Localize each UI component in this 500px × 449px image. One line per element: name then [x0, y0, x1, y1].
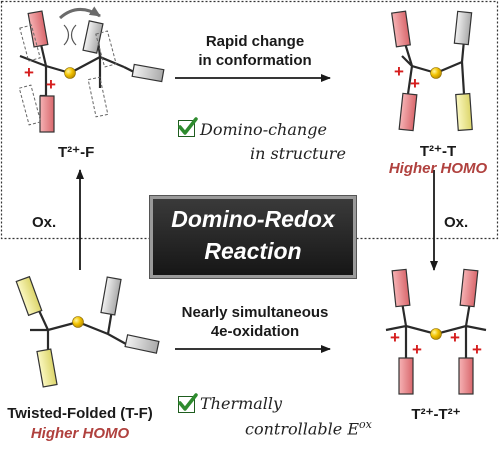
eox-symbol: E	[347, 419, 359, 439]
charge-plus: +	[412, 340, 422, 359]
domino-change-line2: in structure	[250, 144, 346, 163]
t2f-label: T²⁺-F	[58, 144, 95, 161]
gray-box	[453, 10, 473, 46]
conformation-label-line2: in conformation	[198, 52, 312, 69]
controllable-text: controllable	[245, 419, 343, 439]
checkbox-icon	[178, 393, 198, 413]
charge-plus: +	[410, 74, 420, 93]
title-line2: Reaction	[204, 238, 302, 264]
checkmark-icon	[178, 393, 198, 411]
tf-label: Twisted-Folded (T-F)	[7, 405, 153, 422]
charge-plus: +	[472, 340, 482, 359]
molecule-t2t2	[385, 268, 487, 395]
sulfur-atom	[430, 328, 442, 340]
charge-plus: +	[46, 75, 56, 94]
red-box	[391, 268, 411, 308]
t2t2-label: T²⁺-T²⁺	[411, 406, 461, 423]
yellow-box	[36, 348, 58, 388]
gray-box	[124, 334, 160, 354]
molecule-tf	[15, 275, 160, 388]
domino-change-line1: Domino-change	[200, 120, 327, 139]
rotation-arrow	[59, 6, 101, 20]
red-box	[459, 268, 479, 308]
red-box	[27, 10, 49, 48]
molecule-t2t	[391, 10, 473, 132]
charge-plus: +	[390, 328, 400, 347]
thermally-line1: Thermally	[200, 394, 283, 413]
rotation-mark	[63, 24, 77, 46]
conformation-label: Rapid change in conformation	[175, 32, 335, 70]
t2t-higher-homo: Higher HOMO	[388, 160, 488, 177]
gray-box	[82, 20, 104, 54]
red-box	[458, 357, 474, 395]
charge-plus: +	[394, 62, 404, 81]
yellow-box	[455, 92, 473, 132]
conformation-label-line1: Rapid change	[205, 33, 305, 50]
tf-higher-homo: Higher HOMO	[30, 425, 130, 442]
domino-redox-title-box: Domino-Redox Reaction	[150, 196, 356, 278]
ghost-box	[87, 76, 109, 118]
charge-plus: +	[450, 328, 460, 347]
sulfur-atom	[430, 67, 442, 79]
oxidation-label-line1: Nearly simultaneous	[181, 304, 329, 321]
checkmark-icon	[178, 117, 198, 135]
thermally-line2: controllable Eox	[245, 418, 372, 438]
sulfur-atom	[72, 316, 84, 328]
red-box	[398, 357, 414, 395]
ghost-box	[19, 24, 41, 62]
sulfur-atom	[64, 67, 76, 79]
molecule-t2f	[18, 6, 165, 133]
red-box	[391, 10, 411, 48]
ghost-box	[18, 84, 42, 126]
red-box	[398, 92, 418, 132]
yellow-box	[15, 275, 43, 317]
red-box	[39, 95, 55, 133]
gray-box	[100, 276, 122, 316]
charge-plus: +	[24, 63, 34, 82]
ox-label-right: Ox.	[444, 214, 469, 231]
ghost-box	[95, 30, 117, 68]
oxidation-label: Nearly simultaneous 4e-oxidation	[165, 303, 345, 341]
checkbox-icon	[178, 117, 198, 137]
gray-box	[131, 63, 165, 83]
title-line1: Domino-Redox	[171, 206, 335, 232]
oxidation-label-line2: 4e-oxidation	[210, 323, 300, 340]
t2t-label: T²⁺-T	[419, 143, 457, 160]
ox-label-left: Ox.	[32, 214, 57, 231]
eox-superscript: ox	[359, 418, 372, 431]
